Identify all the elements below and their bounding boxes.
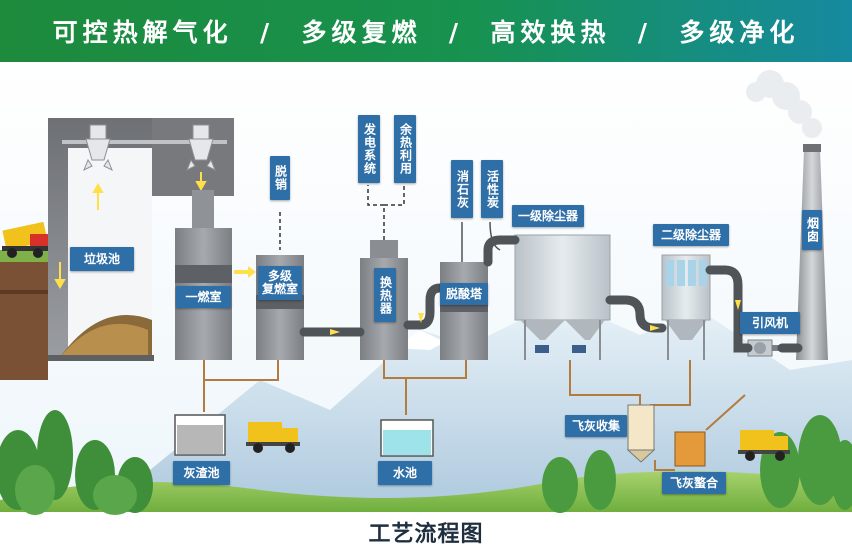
label-multistage-chamber: 多级 复燃室: [258, 266, 302, 300]
header-banner: 可控热解气化 / 多级复燃 / 高效换热 / 多级净化: [0, 0, 852, 62]
chelation-tank: [674, 431, 706, 467]
fly-ash-silo: [626, 404, 656, 463]
label-heat-exchanger: 换热器: [374, 268, 396, 322]
dump-truck-right: [738, 430, 790, 461]
flue-flow-arrows: [234, 266, 741, 335]
label-deacid-tower: 脱酸塔: [440, 283, 488, 305]
label-dust-collector-1: 一级除尘器: [512, 205, 584, 227]
label-ash-slag-pool: 灰渣池: [173, 461, 230, 485]
label-dust-collector-2: 二级除尘器: [653, 224, 729, 246]
dump-truck-left: [2, 221, 48, 258]
deacid-tower-unit: [440, 262, 488, 360]
grab-crane-1: [83, 124, 113, 172]
chimney-smoke: [746, 70, 822, 138]
water-pool-unit: [380, 419, 434, 457]
grass-ground: [0, 471, 852, 512]
label-waste-pit: 垃圾池: [70, 247, 134, 271]
dust-collector-2-unit: [661, 254, 711, 360]
dump-truck-middle: [246, 422, 300, 453]
label-waste-heat: 余热利用: [394, 115, 416, 183]
label-activated-carbon: 活性炭: [481, 160, 503, 218]
ash-lines: [203, 360, 746, 471]
chimney-stack: [796, 144, 828, 360]
soil-left: [0, 255, 48, 380]
label-fly-ash-chelation: 飞灰螯合: [662, 472, 726, 494]
label-power-system: 发电系统: [358, 115, 380, 183]
energy-dashed-lines: [279, 185, 405, 250]
label-denitration: 脱销: [270, 156, 290, 200]
banner-slogan: 可控热解气化 / 多级复燃 / 高效换热 / 多级净化: [52, 18, 800, 47]
grab-crane-2: [186, 124, 216, 172]
label-slaked-lime: 消石灰: [451, 160, 473, 218]
label-induced-fan: 引风机: [740, 312, 800, 334]
label-water-pool: 水池: [378, 461, 432, 485]
label-fly-ash-collection: 飞灰收集: [565, 415, 627, 437]
label-chimney: 烟囱: [802, 210, 822, 250]
dust-collector-1-unit: [514, 234, 611, 360]
pit-flow-arrows: [54, 172, 207, 290]
ash-slag-pool-unit: [174, 414, 226, 456]
reagent-lines: [461, 221, 501, 262]
label-primary-chamber: 一燃室: [176, 286, 231, 308]
soil-layer: [0, 290, 48, 294]
trees-left-light: [15, 465, 137, 515]
diagram-title: 工艺流程图: [368, 520, 484, 547]
